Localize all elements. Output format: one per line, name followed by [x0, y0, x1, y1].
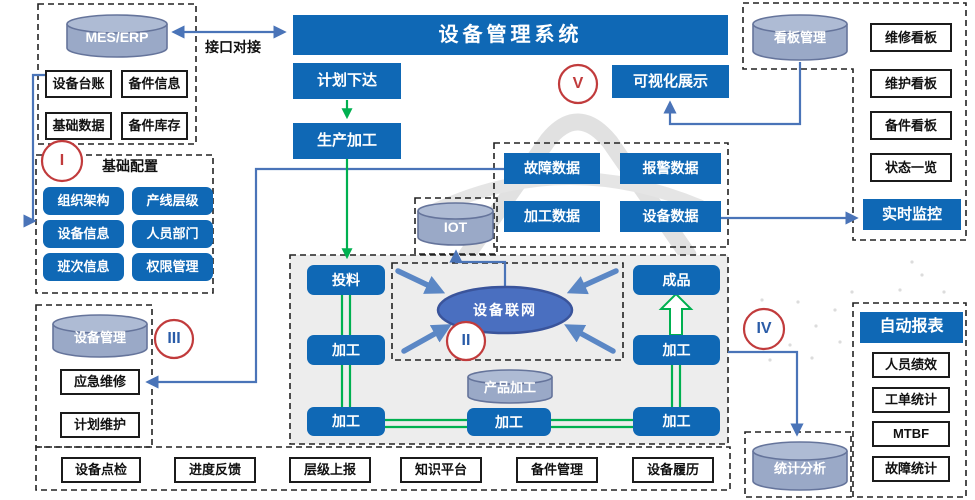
numeral-V: V: [572, 74, 584, 92]
auto-report-title: 自动报表: [860, 312, 963, 343]
kanban-cylinder-label: 看板管理: [773, 30, 826, 46]
data-item: 报警数据: [620, 153, 721, 184]
bottom-item: 层级上报: [289, 457, 371, 483]
base-config-item: 班次信息: [43, 253, 124, 281]
device-item: 设备点检: [61, 457, 141, 483]
bottom-item: 设备履历: [632, 457, 714, 483]
process-to-stats-line: [728, 350, 804, 437]
iot-label: IOT: [443, 218, 468, 235]
device-item: 应急维修: [60, 369, 140, 395]
feed-box: 投料: [307, 265, 385, 295]
device-network-ellipse: [436, 285, 574, 335]
network-to-iot-line: [449, 249, 507, 288]
machining-box: 加工: [467, 408, 551, 436]
report-item: MTBF: [872, 421, 950, 447]
bottom-item: 知识平台: [400, 457, 482, 483]
mes-erp-label: MES/ERP: [85, 28, 149, 45]
base-config-item: 权限管理: [132, 253, 213, 281]
report-item: 工单统计: [872, 387, 950, 413]
kanban-to-visualization-line: [663, 62, 802, 126]
numeral-III: III: [167, 329, 181, 347]
kanban-cylinder: [752, 14, 848, 61]
step-circles: [40, 63, 786, 362]
mes-item: 备件信息: [121, 70, 188, 98]
circle-I: [40, 139, 84, 183]
machining-box: 加工: [307, 407, 385, 436]
machining-box: 加工: [307, 335, 385, 365]
device-mgmt-label: 设备管理: [73, 330, 126, 346]
device-item: 计划维护: [60, 412, 140, 438]
network-arrows: [395, 268, 619, 354]
device-network-label: 设备联网: [473, 301, 537, 318]
base-config-item: 产线层级: [132, 187, 213, 215]
visualization-box: 可视化展示: [612, 65, 729, 98]
bottom-item: 进度反馈: [174, 457, 256, 483]
circle-III: [153, 318, 195, 360]
machining-box: 加工: [633, 407, 720, 436]
report-item: 人员绩效: [872, 352, 950, 378]
kanban-board: 状态一览: [870, 153, 952, 182]
numeral-II: II: [461, 331, 471, 349]
product-cylinder: [467, 369, 553, 404]
data-item: 设备数据: [620, 201, 721, 232]
kanban-board: 备件看板: [870, 111, 952, 140]
data-item: 故障数据: [504, 153, 600, 184]
circle-IV: [742, 307, 786, 351]
numeral-IV: IV: [756, 319, 772, 337]
stats-cylinder: [752, 441, 848, 491]
finished-goods-arrow: [658, 292, 694, 336]
base-config-title: 基础配置: [102, 157, 158, 174]
mes-item: 基础数据: [45, 112, 112, 140]
device-mgmt-cylinder: [52, 314, 148, 358]
circle-V: [557, 63, 599, 105]
machining-box: 加工: [633, 335, 720, 365]
kanban-board: 维护看板: [870, 69, 952, 98]
stats-cylinder-label: 统计分析: [773, 461, 826, 477]
plan-issue-box: 计划下达: [293, 63, 401, 99]
realtime-monitor-box: 实时监控: [863, 199, 961, 230]
data-item: 加工数据: [504, 201, 600, 232]
report-item: 故障统计: [872, 456, 950, 482]
cylinders: [52, 14, 848, 491]
faultdata-to-repair-line: [145, 167, 504, 389]
base-config-item: 设备信息: [43, 220, 124, 248]
mes-erp-cylinder: [66, 14, 168, 58]
bottom-item: 备件管理: [516, 457, 598, 483]
production-box: 生产加工: [293, 123, 401, 159]
base-config-item: 组织架构: [43, 187, 124, 215]
mes-item: 设备台账: [45, 70, 112, 98]
iot-cylinder: [417, 202, 494, 246]
finished-box: 成品: [633, 265, 720, 295]
page-title: 设备管理系统: [293, 15, 728, 55]
kanban-board: 维修看板: [870, 23, 952, 52]
numeral-I: I: [59, 151, 65, 169]
mes-item: 备件库存: [121, 112, 188, 140]
base-config-item: 人员部门: [132, 220, 213, 248]
product-cylinder-label: 产品加工: [483, 380, 536, 396]
interface-link-label: 接口对接: [205, 38, 261, 55]
circle-II: [445, 320, 487, 362]
